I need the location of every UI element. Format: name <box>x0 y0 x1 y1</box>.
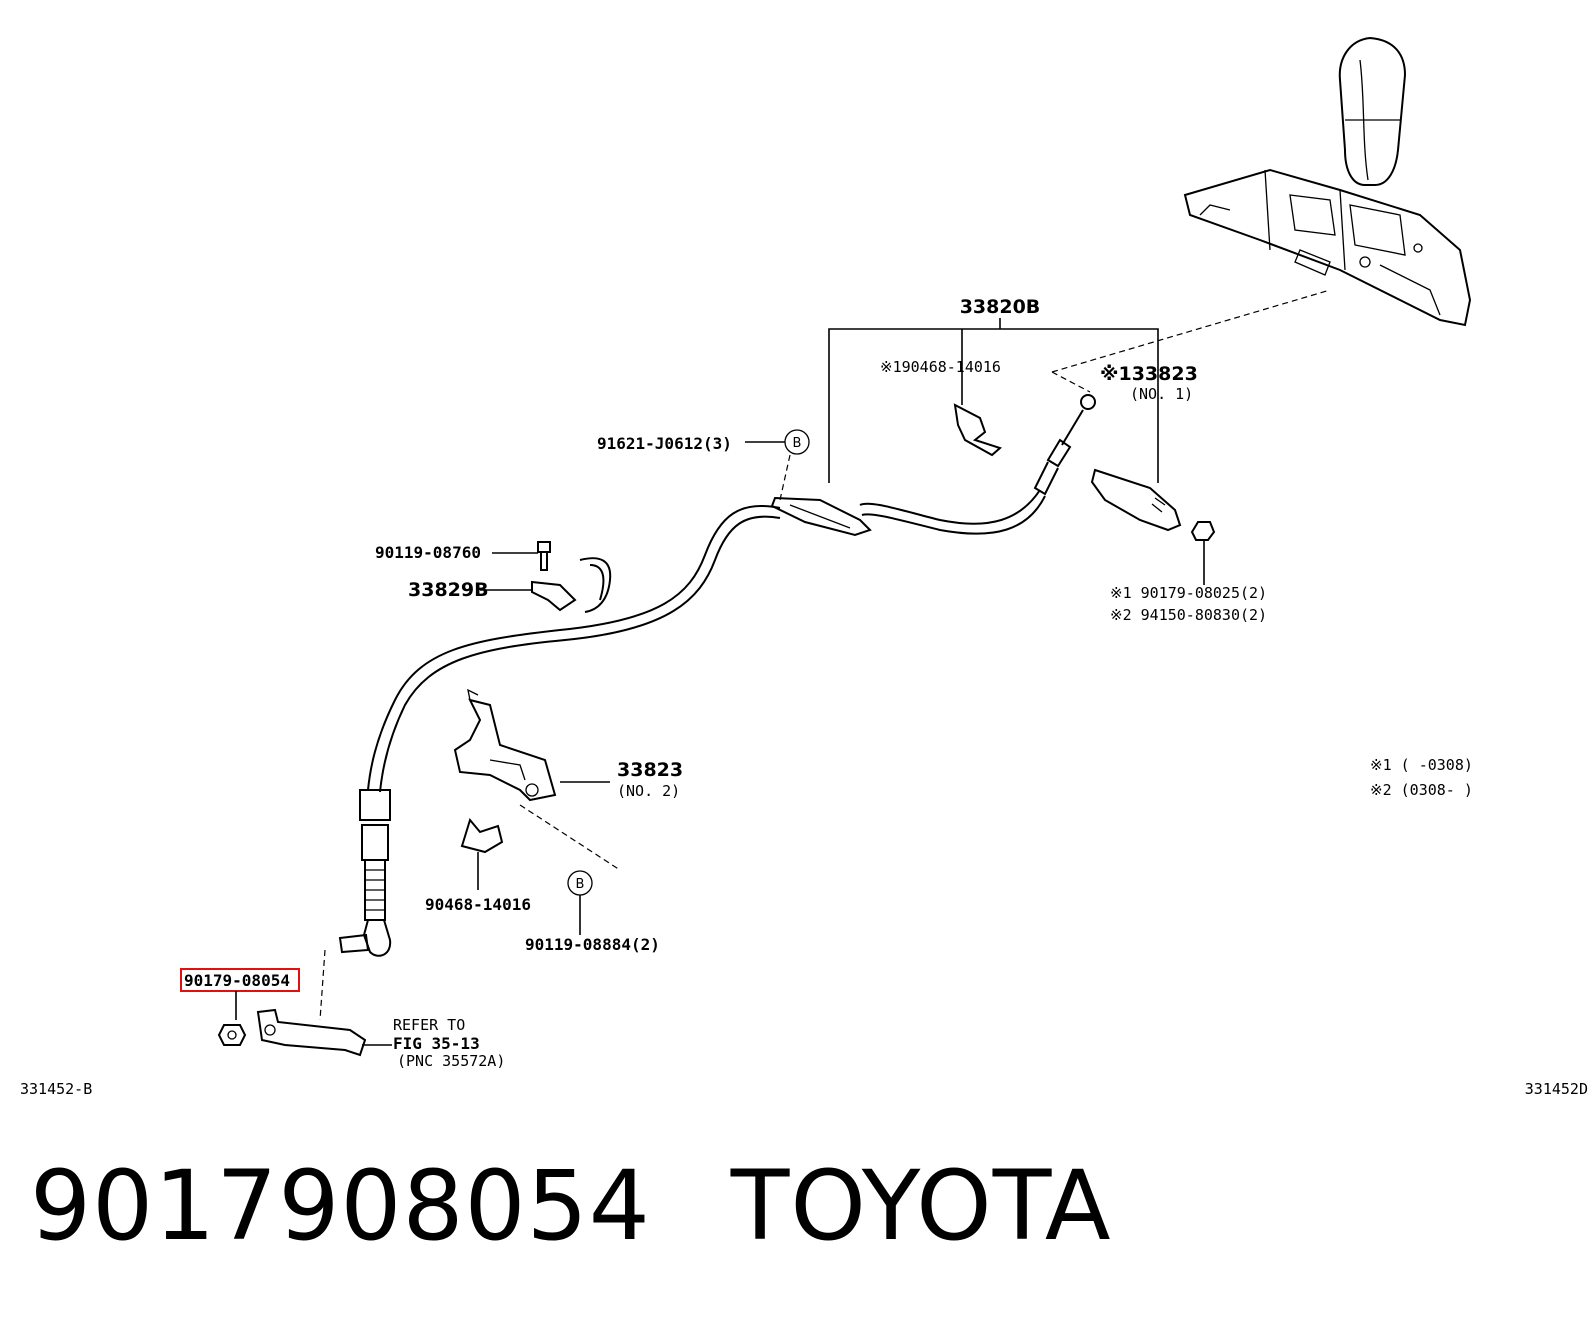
code-left: 331452-B <box>20 1080 92 1098</box>
nut-upper <box>1190 521 1216 541</box>
transmission-control-cable <box>338 489 1046 957</box>
bolt-90119-08760-label: 90119-08760 <box>375 543 481 562</box>
brand-name: TOYOTA <box>730 1150 1112 1262</box>
bolt-91621-label: 91621-J0612(3) <box>597 434 732 453</box>
ref-b-upper-label: B <box>793 436 802 451</box>
refer-line3: (PNC 35572A) <box>397 1052 505 1070</box>
parts-diagram: 33820B ※190468-14016 ※133823 (NO. 1) ※1 … <box>20 36 1588 1098</box>
ref-b-lower-label: B <box>576 877 585 892</box>
clamp-33829b <box>531 557 612 613</box>
nut-lower <box>217 1024 247 1046</box>
assembly-label: 33820B <box>960 296 1041 318</box>
nut-note1-label: ※1 90179-08025(2) <box>1110 584 1267 602</box>
bracket-no2 <box>453 698 557 802</box>
part-number: 9017908054 <box>30 1150 651 1262</box>
bolt-upper <box>537 541 551 571</box>
code-right: 331452D <box>1525 1080 1588 1098</box>
lever-link-line <box>1051 289 1331 393</box>
no1-label: (NO. 1) <box>1130 385 1193 403</box>
shift-lever-plate <box>256 1008 367 1057</box>
clamp-33829b-label: 33829B <box>408 579 489 601</box>
note-190468-label: ※190468-14016 <box>880 358 1001 376</box>
clip-lower <box>460 817 504 854</box>
legend-1: ※1 ( -0308) <box>1370 756 1473 774</box>
clip-upper <box>953 403 1002 457</box>
bolt-90119-08884-label: 90119-08884(2) <box>525 935 660 954</box>
clip-90468-label: 90468-14016 <box>425 895 531 914</box>
highlight-part-label: 90179-08054 <box>184 971 290 990</box>
shift-lever-assembly <box>1183 36 1472 327</box>
refer-line1: REFER TO <box>393 1016 465 1034</box>
no2-label: (NO. 2) <box>617 782 680 800</box>
legend-2: ※2 (0308- ) <box>1370 781 1473 799</box>
note-133823-label: ※133823 <box>1100 363 1198 385</box>
assembly-bracket <box>828 318 1159 483</box>
bracket-no1 <box>1090 468 1182 532</box>
footer: 9017908054 TOYOTA <box>30 1150 1112 1262</box>
cable-end-upper <box>1033 394 1096 496</box>
highlight-box <box>180 968 300 992</box>
refer-line2: FIG 35-13 <box>393 1034 480 1053</box>
bracket-33823-label: 33823 <box>617 759 683 781</box>
nut-note2-label: ※2 94150-80830(2) <box>1110 606 1267 624</box>
